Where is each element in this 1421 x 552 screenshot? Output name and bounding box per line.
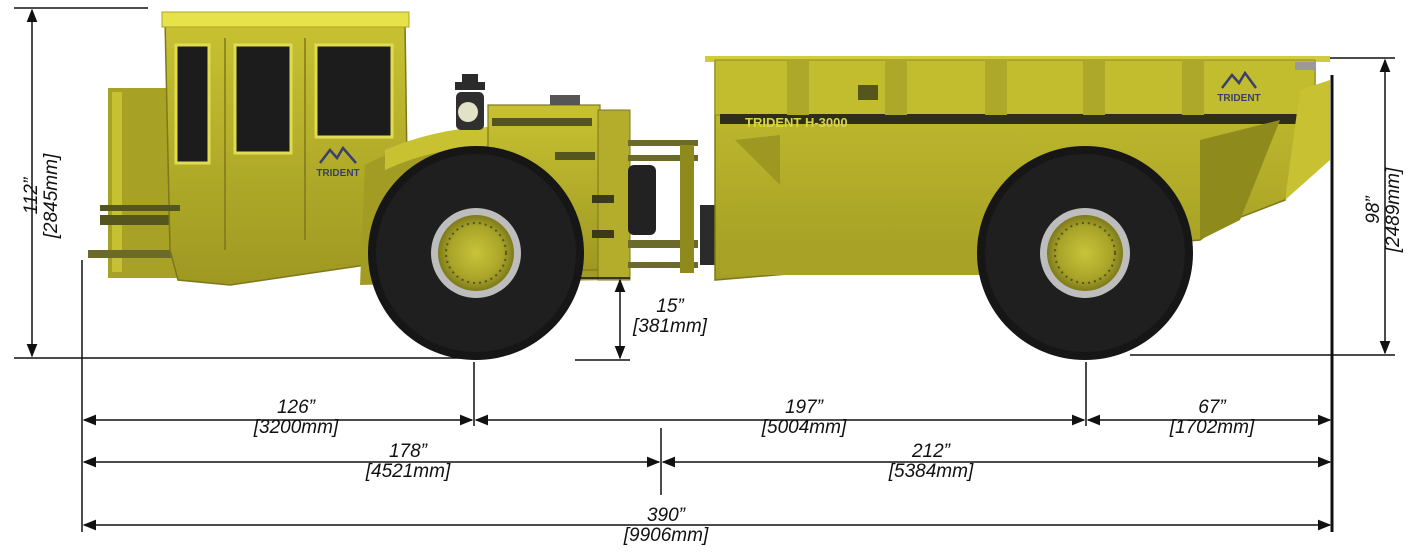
wheelbase-inch: 197” <box>784 397 824 418</box>
cab-logo-text: TRIDENT <box>316 168 359 179</box>
cab: TRIDENT <box>100 11 410 286</box>
ground-clearance-mm: [381mm] <box>633 316 707 337</box>
overall-height-inch: 112” <box>21 177 42 215</box>
cab-window-rear <box>314 43 394 139</box>
overall-length-mm: [9906mm] <box>623 525 709 546</box>
dump-logo-text: TRIDENT <box>1217 93 1260 104</box>
cab-window-door <box>233 43 293 155</box>
dump-height-inch: 98” <box>1363 196 1384 224</box>
overall-length-inch: 390” <box>646 505 686 526</box>
rear-tire <box>977 146 1193 360</box>
rear-overhang-mm: [1702mm] <box>1169 417 1255 438</box>
front-to-pivot-label: 178” [4521mm] <box>338 442 478 482</box>
front-overhang-inch: 126” <box>276 397 316 418</box>
pivot-to-rear-mm: [5384mm] <box>888 461 974 482</box>
rear-overhang-inch: 67” <box>1198 397 1226 418</box>
dump-logo: TRIDENT <box>1217 70 1261 104</box>
pivot-to-rear-label: 212” [5384mm] <box>861 442 1001 482</box>
front-overhang-label: 126” [3200mm] <box>226 398 366 438</box>
model-text: TRIDENT H-3000 <box>745 115 848 130</box>
dimension-lines <box>14 7 1395 532</box>
overall-height-label: 112” [2845mm] <box>21 116 62 276</box>
overall-length-label: 390” [9906mm] <box>596 506 736 546</box>
cab-logo: TRIDENT <box>316 145 360 179</box>
rear-hub <box>1047 215 1123 291</box>
front-to-pivot-inch: 178” <box>388 441 428 462</box>
rear-overhang-label: 67” [1702mm] <box>1142 398 1282 438</box>
pivot-to-rear-inch: 212” <box>911 441 951 462</box>
front-tire <box>368 146 584 360</box>
cab-window-front <box>174 43 211 165</box>
headlight <box>455 74 485 130</box>
cab-roof <box>161 11 410 28</box>
ground-clearance-inch: 15” <box>656 296 684 317</box>
dump-height-mm: [2489mm] <box>1383 167 1404 253</box>
wheelbase-label: 197” [5004mm] <box>734 398 874 438</box>
wheelbase-mm: [5004mm] <box>761 417 847 438</box>
overall-height-mm: [2845mm] <box>41 153 62 239</box>
dump-height-label: 98” [2489mm] <box>1363 130 1404 290</box>
mining-truck: TRIDENT <box>88 11 1330 360</box>
front-overhang-mm: [3200mm] <box>253 417 339 438</box>
front-to-pivot-mm: [4521mm] <box>365 461 451 482</box>
front-bumper <box>88 88 180 278</box>
articulation-joint <box>592 109 722 281</box>
front-hub <box>438 215 514 291</box>
ground-clearance-label: 15” [381mm] <box>620 297 720 337</box>
